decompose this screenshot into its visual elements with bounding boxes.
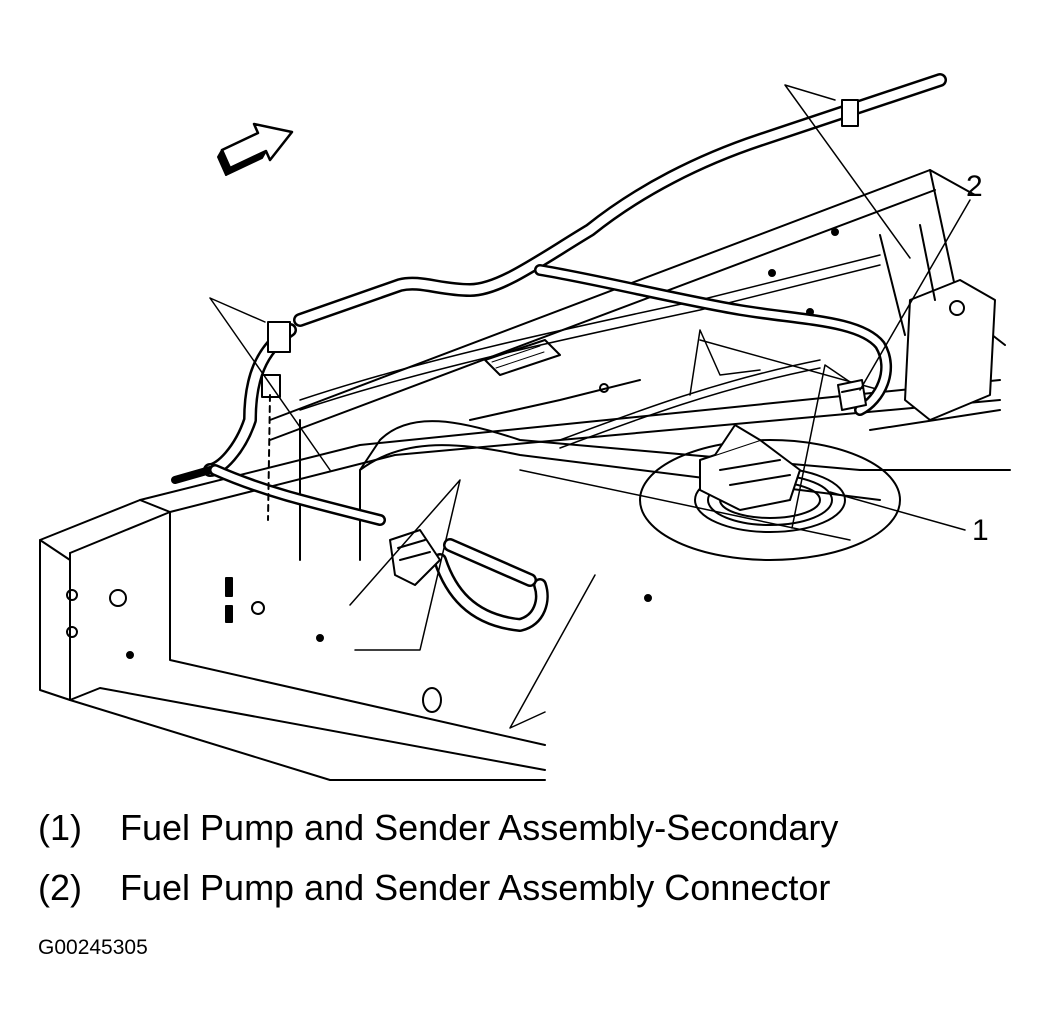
fuel-pump-connector	[837, 379, 867, 411]
callout-2: 2	[966, 170, 983, 203]
legend-number: (1)	[38, 807, 82, 848]
legend-number: (2)	[38, 867, 82, 908]
legend-item-2: (2) Fuel Pump and Sender Assembly Connect…	[38, 868, 830, 908]
figure-id: G00245305	[38, 936, 148, 959]
frame-rail	[39, 379, 1001, 781]
harness-connector-frame	[389, 529, 441, 586]
front-direction-arrow-icon	[217, 122, 294, 176]
fuel-pump-sender-assembly	[639, 424, 901, 561]
legend-item-1: (1) Fuel Pump and Sender Assembly-Seconda…	[38, 808, 838, 848]
crossmember	[359, 339, 881, 561]
leader-lines	[829, 199, 971, 531]
fuel-tank	[904, 224, 996, 421]
legend-label: Fuel Pump and Sender Assembly Connector	[120, 867, 831, 908]
callout-1: 1	[972, 514, 989, 547]
wiring-harness	[171, 73, 947, 632]
legend-label: Fuel Pump and Sender Assembly-Secondary	[120, 807, 839, 848]
fuel-pump-frame-diagram	[39, 73, 1011, 781]
view-brackets	[209, 84, 911, 729]
rear-frame-rail	[269, 169, 1011, 561]
